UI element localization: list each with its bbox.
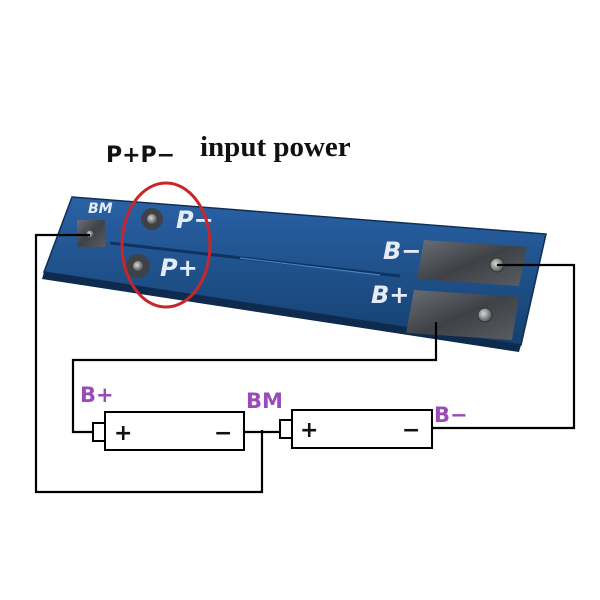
wire-bm: [34, 233, 264, 494]
cell-1-plus-sign: +: [114, 421, 132, 446]
cell-2-body: [291, 409, 433, 449]
b-minus-pad: [417, 240, 527, 286]
battery-cell-2: + −: [279, 409, 433, 449]
board-label-bm: BM: [88, 201, 113, 217]
board-label-b-minus: B−: [383, 237, 421, 265]
cell-2-cap: [279, 419, 293, 439]
label-b-minus: B−: [434, 403, 468, 427]
battery-cell-1: + −: [92, 411, 245, 451]
input-highlight-circle: [120, 181, 212, 309]
cell-2-minus-sign: −: [402, 418, 420, 443]
board-label-b-plus: B+: [371, 281, 409, 309]
cell-2-plus-sign: +: [300, 418, 318, 443]
terminals-title: P+P−: [106, 143, 175, 168]
input-power-caption: input power: [200, 131, 351, 163]
wire-b-minus: [432, 263, 576, 430]
protection-board: BM P− P+ B− B+: [42, 196, 547, 352]
pcb-trace-2: [239, 257, 381, 276]
wire-b-plus: [71, 322, 438, 434]
cell-1-cap: [92, 422, 106, 442]
b-plus-pad: [406, 290, 519, 340]
p-minus-hole: [147, 214, 157, 224]
label-b-plus: B+: [80, 383, 114, 407]
p-plus-hole: [133, 261, 143, 271]
cell-1-body: [104, 411, 245, 451]
label-bm: BM: [246, 389, 283, 413]
cell-1-minus-sign: −: [214, 421, 232, 446]
pcb-edge: [42, 272, 521, 352]
wires: [34, 233, 576, 494]
board-label-p-plus: P+: [160, 254, 198, 282]
b-plus-screw: [477, 307, 493, 323]
